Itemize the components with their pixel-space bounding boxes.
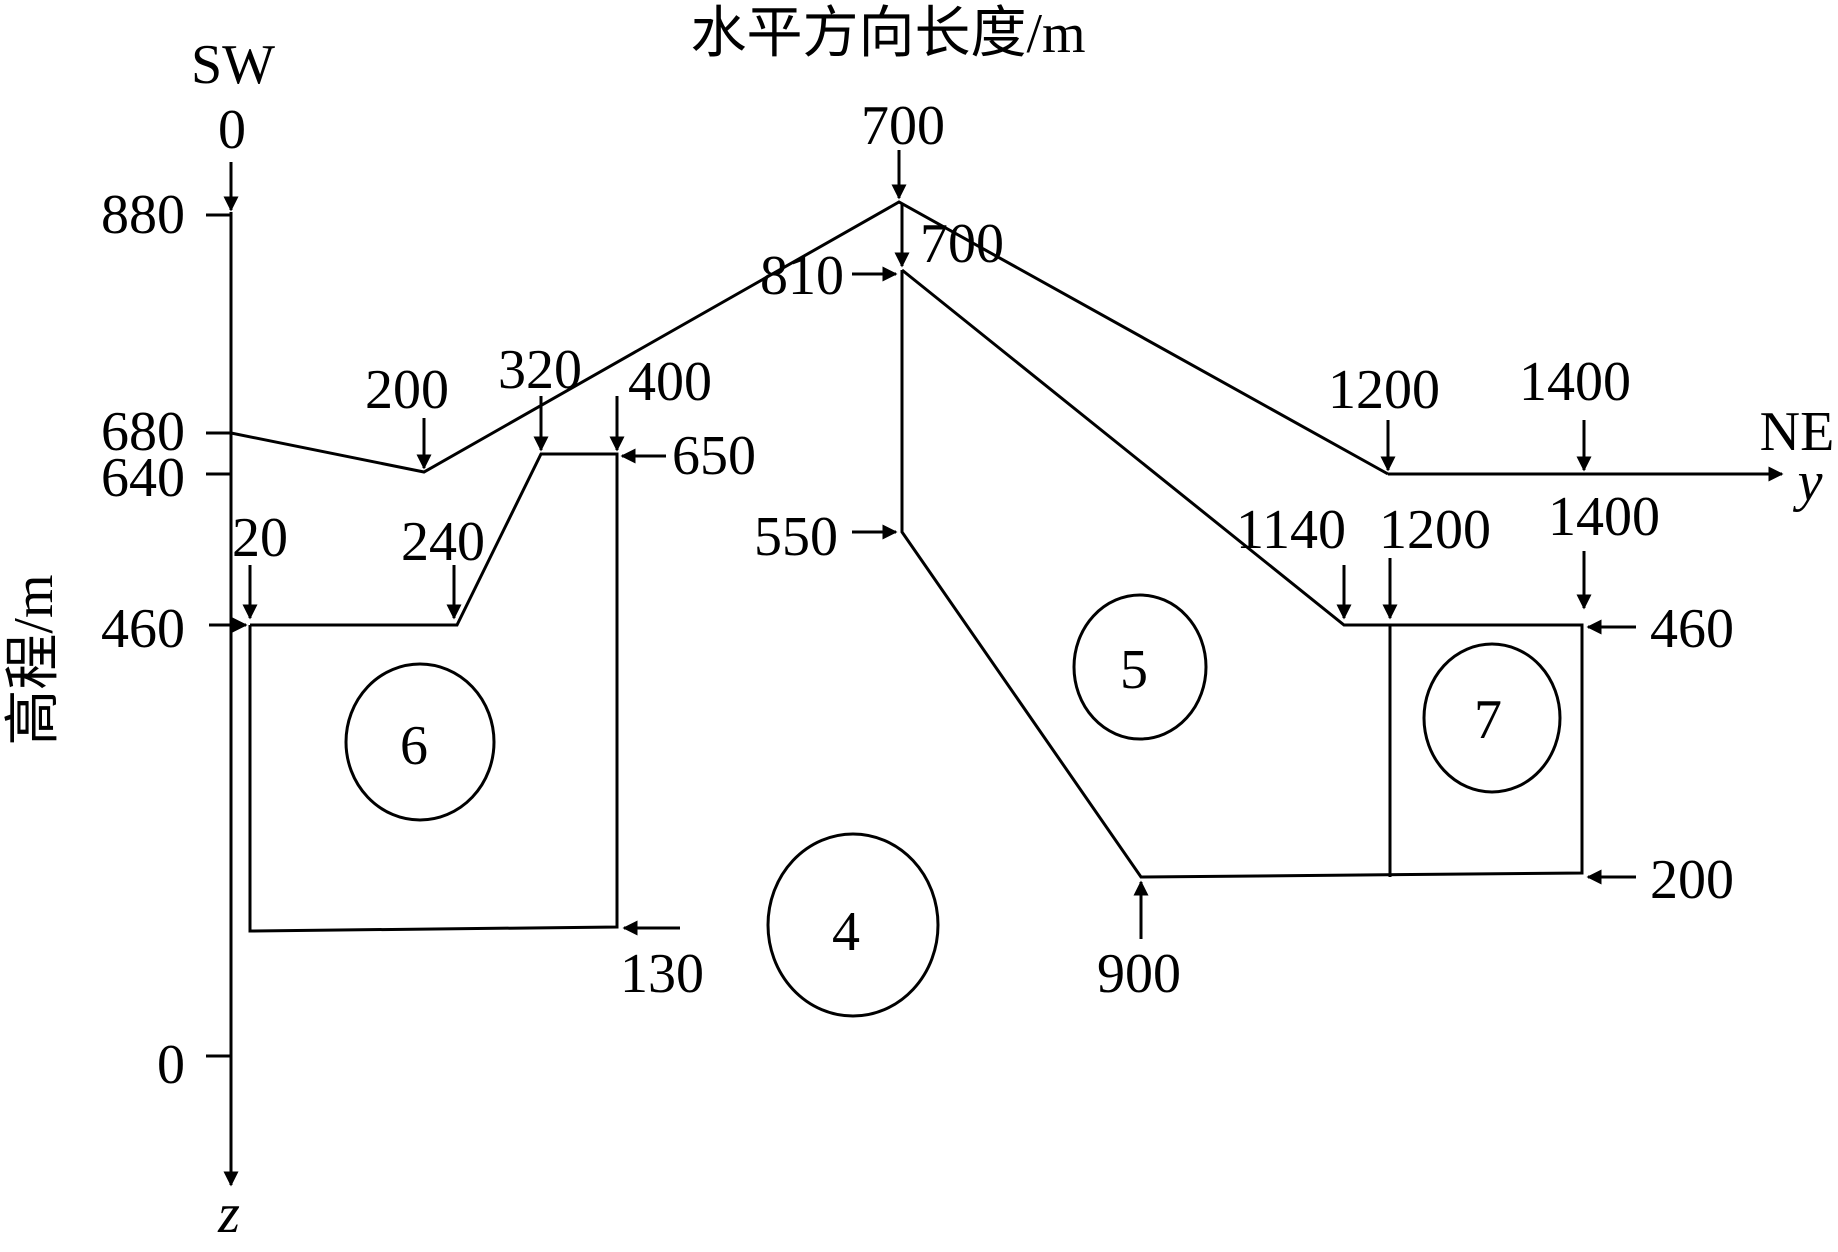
surface-label-400: 400 xyxy=(628,351,712,413)
vertical-axis-symbol: z xyxy=(217,1183,240,1245)
zone-5-boundary xyxy=(900,268,1584,879)
elevation-tick-640: 640 xyxy=(101,447,185,509)
direction-sw-label: SW xyxy=(191,34,275,96)
surface-label-320: 320 xyxy=(498,339,582,401)
zone-5-circle xyxy=(1072,593,1208,741)
elevation-label-460-right: 460 xyxy=(1650,598,1734,660)
lower-label-20: 20 xyxy=(232,507,288,569)
zone-6-label: 6 xyxy=(400,715,428,777)
zone-6-boundary xyxy=(248,452,619,933)
lower-label-240: 240 xyxy=(401,511,485,573)
elevation-label-650: 650 xyxy=(672,425,756,487)
lower-label-900: 900 xyxy=(1097,943,1181,1005)
elevation-label-810: 810 xyxy=(760,245,844,307)
top-origin-label: 0 xyxy=(218,99,246,161)
elevation-label-200-right: 200 xyxy=(1650,849,1734,911)
zone-7-circle xyxy=(1422,642,1562,794)
direction-ne-label: NE xyxy=(1760,401,1835,463)
horizontal-axis-symbol: y xyxy=(1793,451,1823,513)
surface-label-peak-inner: 700 xyxy=(920,213,1004,275)
ground-surface-line xyxy=(230,200,1389,476)
surface-label-1200: 1200 xyxy=(1328,359,1440,421)
y-axis-title: 高程/m xyxy=(3,574,65,745)
elevation-tick-460: 460 xyxy=(101,598,185,660)
surface-label-peak-top: 700 xyxy=(861,95,945,157)
surface-label-200: 200 xyxy=(365,359,449,421)
elevation-tick-0: 0 xyxy=(157,1034,185,1096)
lower-label-1200: 1200 xyxy=(1379,499,1491,561)
zone-6-circle xyxy=(344,662,496,822)
zone-5-label: 5 xyxy=(1120,639,1148,701)
lower-label-1140: 1140 xyxy=(1236,499,1346,561)
zone-4-label: 4 xyxy=(832,901,860,963)
elevation-label-550: 550 xyxy=(754,506,838,568)
surface-label-1400: 1400 xyxy=(1519,351,1631,413)
lower-label-1400: 1400 xyxy=(1548,486,1660,548)
zone-4-circle xyxy=(766,832,940,1018)
diagram-title: 水平方向长度/m xyxy=(690,3,1085,65)
zone-7-label: 7 xyxy=(1474,689,1502,751)
elevation-tick-680: 680 xyxy=(101,401,185,463)
elevation-label-130: 130 xyxy=(620,943,704,1005)
elevation-tick-880: 880 xyxy=(101,184,185,246)
